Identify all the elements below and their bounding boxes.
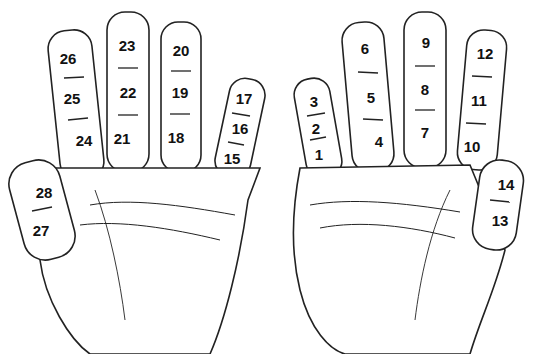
callout-number: 8 — [421, 82, 429, 97]
callout-number: 18 — [168, 130, 185, 145]
callout-number: 6 — [361, 41, 369, 56]
callout-number: 26 — [60, 51, 77, 66]
callout-number: 21 — [114, 131, 131, 146]
callout-number: 11 — [471, 93, 487, 108]
callout-number: 13 — [492, 213, 509, 228]
callout-number: 1 — [315, 147, 323, 162]
callout-number: 16 — [232, 121, 249, 136]
callout-number: 28 — [36, 185, 53, 200]
callout-number: 4 — [375, 134, 383, 149]
callout-number: 23 — [119, 38, 136, 53]
callout-number: 15 — [224, 151, 241, 166]
callout-number: 17 — [236, 91, 253, 106]
callout-number: 2 — [312, 121, 320, 136]
callout-number: 27 — [33, 223, 50, 238]
callout-number: 24 — [76, 133, 93, 148]
callout-number: 19 — [172, 85, 189, 100]
callout-number: 10 — [464, 139, 481, 154]
callout-number: 22 — [120, 85, 137, 100]
callout-number: 20 — [173, 43, 190, 58]
callout-number: 5 — [367, 90, 375, 105]
callout-number: 7 — [421, 125, 429, 140]
callout-number: 12 — [477, 46, 494, 61]
callout-number: 25 — [64, 91, 81, 106]
callout-number: 9 — [422, 35, 430, 50]
callout-number: 14 — [498, 177, 515, 192]
callout-number: 3 — [310, 94, 318, 109]
